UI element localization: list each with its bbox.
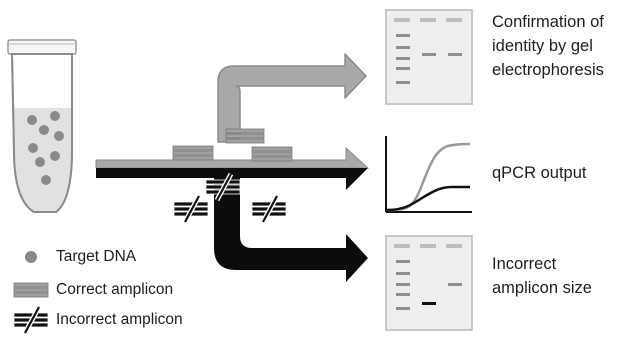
qpcr-plot-icon (385, 136, 472, 213)
incorrect-size-label-line-2: amplicon size (492, 279, 592, 297)
incorrect-amplicon-icon (173, 194, 209, 224)
main-arrow (95, 146, 370, 190)
incorrect-amplicon-icon (205, 172, 241, 202)
correct-amplicon-icon (172, 145, 214, 161)
black-branch-arrow (214, 178, 368, 282)
correct-amplicon-icon (251, 146, 293, 162)
gel-icon (385, 235, 473, 331)
incorrect-amplicon-icon (13, 305, 49, 335)
qpcr-output-label: qPCR output (492, 164, 587, 182)
incorrect-size-label: Incorrect amplicon size (492, 252, 592, 300)
incorrect-size-label-line-1: Incorrect (492, 255, 557, 273)
correct-amplicon-icon (225, 128, 265, 144)
legend-target-dna: Target DNA (56, 248, 137, 265)
incorrect-amplicon-icon (251, 194, 287, 224)
confirmation-label-line-1: Confirmation of (492, 13, 604, 31)
gray-branch-arrow (217, 53, 367, 143)
legend-correct-amplicon: Correct amplicon (56, 281, 174, 298)
gel-icon (385, 9, 473, 105)
target-dna-dot-icon (25, 251, 37, 263)
correct-amplicon-icon (13, 282, 49, 298)
confirmation-label-line-2: identity by gel (492, 37, 593, 55)
confirmation-label: Confirmation of identity by gel electrop… (492, 10, 604, 82)
legend-incorrect-amplicon: Incorrect amplicon (56, 311, 183, 328)
confirmation-label-line-3: electrophoresis (492, 61, 604, 79)
tube-icon (7, 39, 77, 213)
